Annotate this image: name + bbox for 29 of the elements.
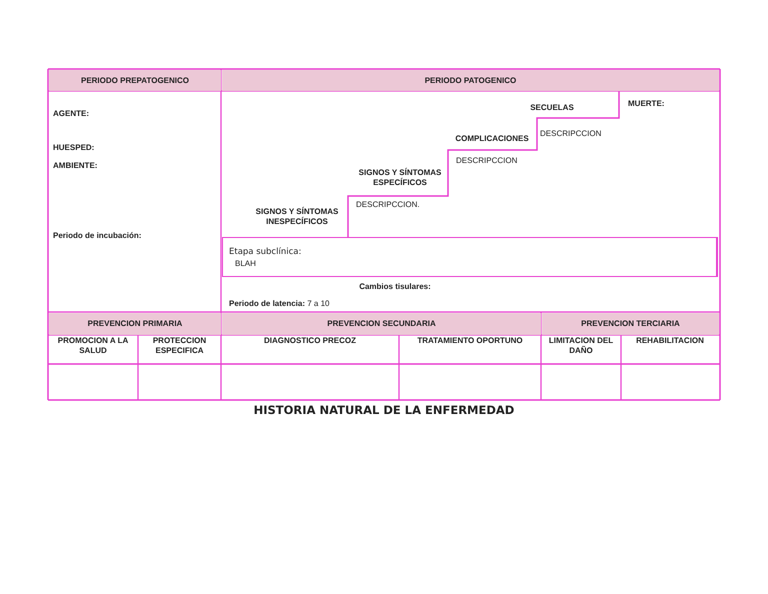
heading-label: PROMOCION A LA SALUD [56,336,130,356]
text-label: DESCRIPCCION [540,129,602,139]
heading-label: Periodo de incubación: [53,231,142,241]
heading-label: SIGNOS Y SÍNTOMAS INESPECÍFICOS [254,207,340,227]
box-text: BLAH [235,259,257,268]
heading-label: HUESPED: [53,143,96,153]
heading-label: SIGNOS Y SÍNTOMAS ESPECÍFICOS [358,168,442,188]
heading-label: PROTECCION ESPECIFICA [152,336,208,356]
box-heading: Etapa subclínica: [229,247,302,257]
text-label: Periodo de latencia: 7 a 10 [229,299,330,309]
header-cell: PERIODO PATOGENICO [222,70,719,91]
header-cell: PREVENCION SECUNDARIA [222,313,541,335]
heading-label: LIMITACION DEL DAÑO [548,336,614,356]
stage-box [222,237,718,277]
header-cell: PERIODO PREPATOGENICO [49,70,221,91]
text-label: DESCRIPCCION [456,156,518,166]
heading-label: Cambios tisulares: [358,282,432,292]
heading-label: REHABILITACION [635,336,705,346]
heading-label: TRATAMIENTO OPORTUNO [416,336,524,346]
caption: HISTORIA NATURAL DE LA ENFERMEDAD [252,403,516,417]
heading-label: COMPLICACIONES [454,134,530,144]
heading-label: SECUELAS [529,103,575,113]
text-label: DESCRIPCCION. [356,200,421,210]
heading-label: MUERTE: [628,99,666,109]
header-cell: PREVENCION TERCIARIA [542,313,719,335]
heading-label: AGENTE: [53,109,90,119]
header-cell: PREVENCION PRIMARIA [49,313,221,335]
heading-label: DIAGNOSTICO PRECOZ [262,336,357,346]
heading-label: AMBIENTE: [53,161,98,171]
